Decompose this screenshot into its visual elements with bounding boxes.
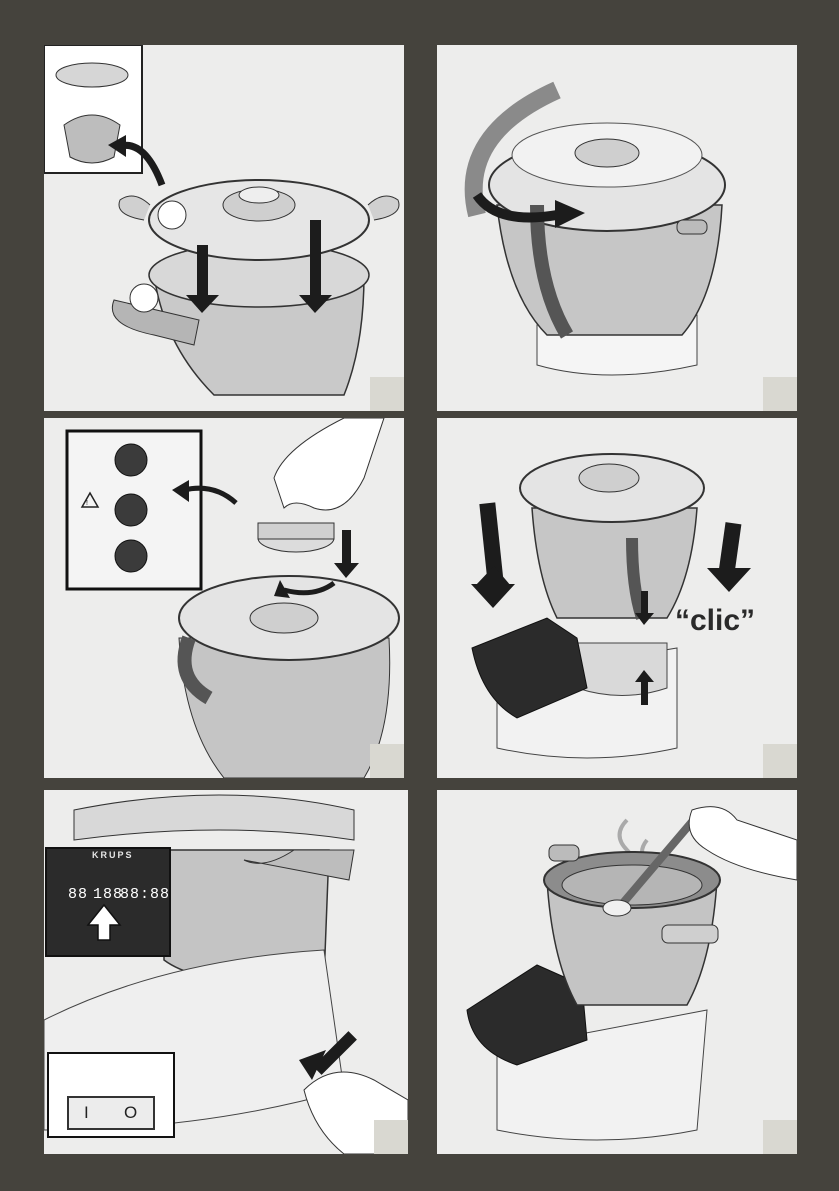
display-time-left: 88 [68, 886, 88, 903]
lid-rotation-illustration [437, 45, 797, 411]
step-number-badge [763, 1120, 797, 1154]
step-panel-1 [44, 45, 404, 411]
step-number-badge [374, 1120, 408, 1154]
step-panel-3: ! [44, 418, 404, 778]
bowl-mount-illustration [437, 418, 797, 778]
display-brand: KRUPS [92, 850, 134, 860]
step-number-badge [370, 744, 404, 778]
power-switch-illustration [44, 790, 408, 1154]
svg-text:!: ! [86, 500, 88, 507]
switch-off-label: O [124, 1103, 137, 1123]
clic-sound-label: “clic” [675, 604, 755, 638]
step-number-badge [370, 377, 404, 411]
lid-placement-illustration [44, 45, 404, 411]
display-time-right: 88:88 [120, 886, 170, 903]
step-panel-5: KRUPS 88 188 88:88 I O [44, 790, 408, 1154]
lid-cap-illustration: ! [44, 418, 404, 778]
cooking-illustration [437, 790, 797, 1154]
down-arrow-icon [334, 530, 359, 578]
step-number-badge [763, 744, 797, 778]
step-panel-2 [437, 45, 797, 411]
switch-on-label: I [84, 1103, 89, 1123]
step-panel-6 [437, 790, 797, 1154]
step-number-badge [763, 377, 797, 411]
display-temperature: 188 [93, 886, 123, 903]
step-panel-4: “clic” [437, 418, 797, 778]
